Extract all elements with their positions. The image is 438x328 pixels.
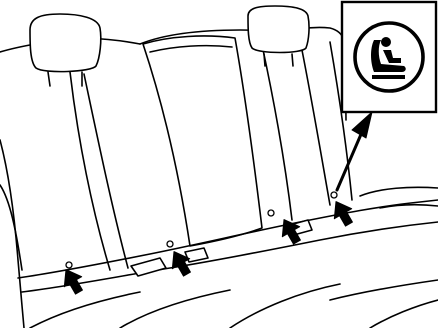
- seat-belt-buckle-left: [131, 258, 166, 276]
- lower-anchor-marker-4: [331, 192, 337, 198]
- anchor-arrow-4: [327, 197, 357, 230]
- child-seat-anchor-icon: [355, 23, 423, 91]
- lower-anchor-marker-3: [268, 210, 274, 216]
- inset-box: [342, 2, 436, 112]
- lower-anchor-marker-1: [66, 262, 72, 268]
- left-headrest: [30, 14, 101, 72]
- right-headrest: [248, 6, 309, 53]
- lower-anchor-marker-2: [167, 241, 173, 247]
